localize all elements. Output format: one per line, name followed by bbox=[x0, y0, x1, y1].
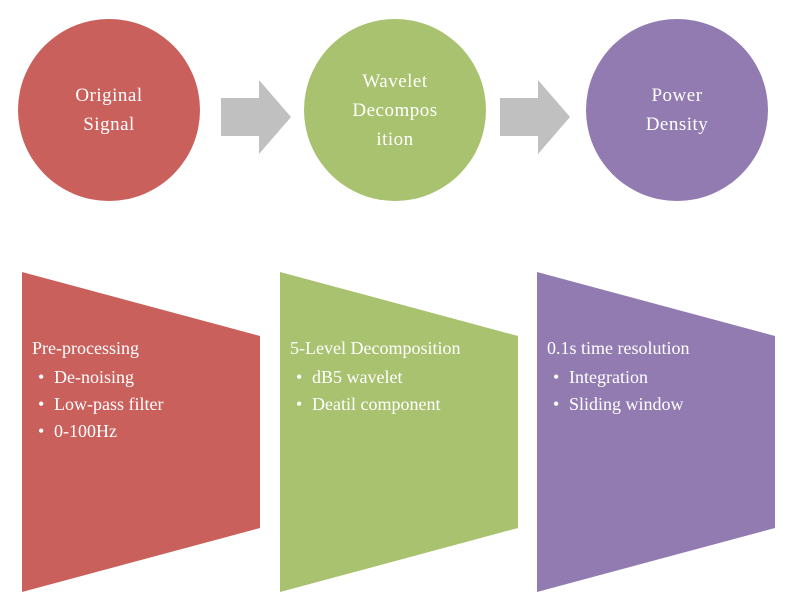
list-item-text: Deatil component bbox=[312, 394, 441, 414]
right-arrow-icon bbox=[221, 80, 291, 154]
stage-label-line: Density bbox=[645, 114, 709, 135]
stage-circle-original-signal: Original Signal bbox=[18, 19, 200, 201]
list-item-text: dB5 wavelet bbox=[312, 367, 403, 387]
list-item: • dB5 wavelet bbox=[290, 364, 460, 391]
list-item-text: De-noising bbox=[54, 367, 134, 387]
list-item-text: Sliding window bbox=[569, 394, 684, 414]
bullet-list: • dB5 wavelet • Deatil component bbox=[290, 364, 460, 418]
trapezoid-shape bbox=[280, 272, 518, 592]
stage-circle-power-density: Power Density bbox=[586, 19, 768, 201]
bullet-icon: • bbox=[296, 394, 303, 414]
bullet-list: • Integration • Sliding window bbox=[547, 364, 690, 418]
bullet-icon: • bbox=[553, 367, 560, 387]
bullet-icon: • bbox=[296, 367, 303, 387]
detail-panel-time-resolution: 0.1s time resolution • Integration • Slidi… bbox=[537, 272, 775, 592]
list-item: • Integration bbox=[547, 364, 690, 391]
right-arrow-icon bbox=[500, 80, 570, 154]
stage-label-line: Original bbox=[75, 85, 143, 106]
stage-label-line: ition bbox=[376, 128, 414, 150]
panel-title: 5-Level Decomposition bbox=[290, 338, 461, 358]
detail-panel-preprocessing: Pre-processing • De-noising • Low-pass fil… bbox=[22, 272, 260, 592]
list-item: • Low-pass filter bbox=[32, 391, 163, 418]
stage-label-line: Decompos bbox=[352, 99, 438, 121]
panel-title: Pre-processing bbox=[32, 338, 139, 358]
panel-content: Pre-processing • De-noising • Low-pass fil… bbox=[32, 335, 163, 445]
bullet-icon: • bbox=[38, 367, 45, 387]
list-item: • Sliding window bbox=[547, 391, 690, 418]
trapezoid-shape bbox=[537, 272, 775, 592]
trapezoid-shape bbox=[22, 272, 260, 592]
list-item-text: 0-100Hz bbox=[54, 421, 117, 441]
stage-circle-wavelet-decomposition: Wavelet Decompos ition bbox=[304, 19, 486, 201]
bullet-list: • De-noising • Low-pass filter • 0-100Hz bbox=[32, 364, 163, 445]
panel-title: 0.1s time resolution bbox=[547, 338, 690, 358]
detail-panel-decomposition: 5-Level Decomposition • dB5 wavelet • Deat… bbox=[280, 272, 518, 592]
list-item-text: Integration bbox=[569, 367, 648, 387]
stage-label-line: Signal bbox=[83, 114, 135, 135]
list-item: • De-noising bbox=[32, 364, 163, 391]
list-item: • Deatil component bbox=[290, 391, 460, 418]
stage-label-line: Power bbox=[651, 85, 703, 106]
bullet-icon: • bbox=[38, 421, 45, 441]
stage-label-line: Wavelet bbox=[362, 70, 428, 92]
list-item: • 0-100Hz bbox=[32, 418, 163, 445]
bullet-icon: • bbox=[38, 394, 45, 414]
panel-content: 0.1s time resolution • Integration • Slidi… bbox=[547, 335, 690, 418]
bullet-icon: • bbox=[553, 394, 560, 414]
list-item-text: Low-pass filter bbox=[54, 394, 164, 414]
panel-content: 5-Level Decomposition • dB5 wavelet • Deat… bbox=[290, 335, 460, 418]
